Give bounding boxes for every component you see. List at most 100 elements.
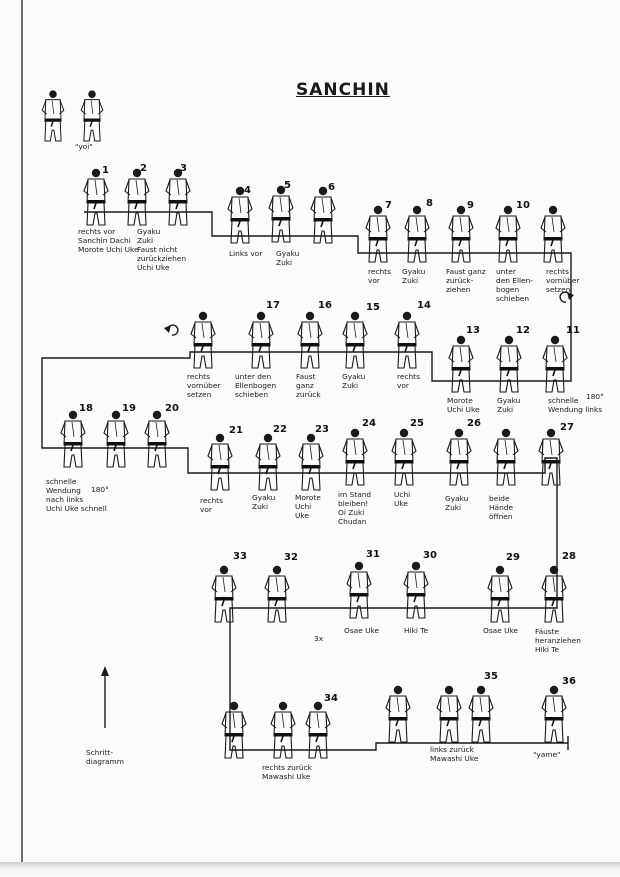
path-row-3: [41, 418, 558, 574]
step-number-30: 30: [423, 550, 437, 561]
degree-label-18: 180°: [91, 485, 109, 494]
step-number-20: 20: [165, 403, 179, 414]
step-number-13: 13: [466, 325, 480, 336]
karateka-figure-14: [542, 335, 568, 393]
step-number-2: 2: [140, 163, 147, 174]
caption-step-18: schnelle Wendung nach links Uchi Uke sch…: [46, 477, 107, 513]
karateka-figure-17: [394, 311, 420, 369]
karateka-figure-44: [468, 685, 494, 743]
karateka-figure-41: [305, 701, 331, 759]
caption-step-15: Gyaku Zuki: [342, 372, 366, 390]
caption-step-26: Gyaku Zuki: [445, 494, 469, 512]
karateka-figure-10: [404, 205, 430, 263]
karateka-figure-26: [255, 433, 281, 491]
caption-step-31: Osae Uke: [344, 626, 380, 635]
karateka-figure-28: [342, 428, 368, 486]
path-row-5: [229, 685, 568, 751]
karateka-figure-24: [144, 410, 170, 468]
step-number-35: 35: [484, 671, 498, 682]
step-number-14: 14: [417, 300, 431, 311]
karateka-figure-29: [391, 428, 417, 486]
karateka-figure-40: [270, 701, 296, 759]
step-number-4: 4: [244, 185, 251, 196]
karateka-figure-34: [487, 565, 513, 623]
page-bottom-edge: [0, 862, 620, 877]
legend-step-diagram: Schritt- diagramm: [86, 748, 124, 766]
step-number-28: 28: [562, 551, 576, 562]
caption-step-14: rechts vor: [397, 372, 420, 390]
karateka-figure-39: [221, 701, 247, 759]
caption-step-12: Gyaku Zuki: [497, 396, 521, 414]
caption-step-2: Gyaku Zuki Faust nicht zurückziehen Uchi…: [137, 227, 187, 272]
karateka-figure-2: [80, 90, 104, 142]
caption-step-30: Hiki Te: [404, 626, 429, 635]
caption-repeat-3x: 3x: [314, 634, 324, 643]
caption-step-23: Morote Uchi Uke: [295, 493, 321, 520]
karateka-figure-36: [346, 561, 372, 619]
step-number-27: 27: [560, 422, 574, 433]
caption-step-24: im Stand bleiben! Oi Zuki Chudan: [338, 490, 372, 526]
step-number-29: 29: [506, 552, 520, 563]
page-margin-rule: [21, 0, 23, 862]
caption-step-34: rechts zurück Mawashi Uke: [262, 763, 312, 781]
caption-step-29: Osae Uke: [483, 626, 519, 635]
karateka-figure-15: [496, 335, 522, 393]
step-number-7: 7: [385, 200, 392, 211]
karateka-figure-27: [298, 433, 324, 491]
step-number-23: 23: [315, 424, 329, 435]
caption-step-28: Fäuste heranziehen Hiki Te: [535, 627, 581, 654]
kata-title: SANCHIN: [296, 80, 390, 100]
karateka-figure-4: [124, 168, 150, 226]
step-number-26: 26: [467, 418, 481, 429]
legend-arrow-head: [101, 666, 109, 676]
karateka-figure-32: [538, 428, 564, 486]
caption-step-4: Links vor: [229, 249, 263, 258]
caption-step-9: Faust ganz zurück- ziehen: [446, 267, 486, 294]
karateka-figure-12: [495, 205, 521, 263]
caption-step-22: Gyaku Zuki: [252, 493, 276, 511]
step-number-34: 34: [324, 693, 338, 704]
step-number-11: 11: [566, 325, 580, 336]
step-number-33: 33: [233, 551, 247, 562]
step-number-3: 3: [180, 163, 187, 174]
karateka-figure-30: [446, 428, 472, 486]
step-number-22: 22: [273, 424, 287, 435]
caption-step-11a: rechts vornüber setzen: [546, 267, 580, 294]
step-number-6: 6: [328, 182, 335, 193]
karateka-figure-16: [448, 335, 474, 393]
karateka-figure-21: [190, 311, 216, 369]
caption-step-21: rechts vor: [200, 496, 223, 514]
karateka-figure-33: [541, 565, 567, 623]
caption-step-35: links zurück Mawashi Uke: [430, 745, 479, 763]
degree-label-11: 180°: [586, 392, 604, 401]
karateka-figure-43: [436, 685, 462, 743]
step-number-31: 31: [366, 549, 380, 560]
caption-step-1: rechts vor Sanchin Dachi Morote Uchi Uke: [78, 227, 139, 254]
karateka-figure-19: [297, 311, 323, 369]
step-number-32: 32: [284, 552, 298, 563]
step-number-24: 24: [362, 418, 376, 429]
karateka-figure-37: [264, 565, 290, 623]
karateka-figure-25: [207, 433, 233, 491]
rotation-arrow-right: [567, 292, 574, 300]
karateka-figure-18: [342, 311, 368, 369]
step-number-17: 17: [266, 300, 280, 311]
caption-step-17b: rechts vornüber setzen: [187, 372, 221, 399]
rotation-arrow-left: [164, 325, 171, 333]
step-number-18: 18: [79, 403, 93, 414]
caption-step-16: Faust ganz zurück: [296, 372, 321, 399]
step-number-9: 9: [467, 200, 474, 211]
caption-step-8: Gyaku Zuki: [402, 267, 426, 285]
step-number-16: 16: [318, 300, 332, 311]
karateka-figure-7: [268, 185, 294, 243]
karateka-figure-13: [540, 205, 566, 263]
step-number-10: 10: [516, 200, 530, 211]
karateka-figure-3: [83, 168, 109, 226]
step-number-36: 36: [562, 676, 576, 687]
step-number-19: 19: [122, 403, 136, 414]
caption-step-10: unter den Ellen- bogen schieben: [496, 267, 533, 303]
karateka-figure-6: [227, 186, 253, 244]
karateka-figure-23: [103, 410, 129, 468]
karateka-figure-45: [541, 685, 567, 743]
